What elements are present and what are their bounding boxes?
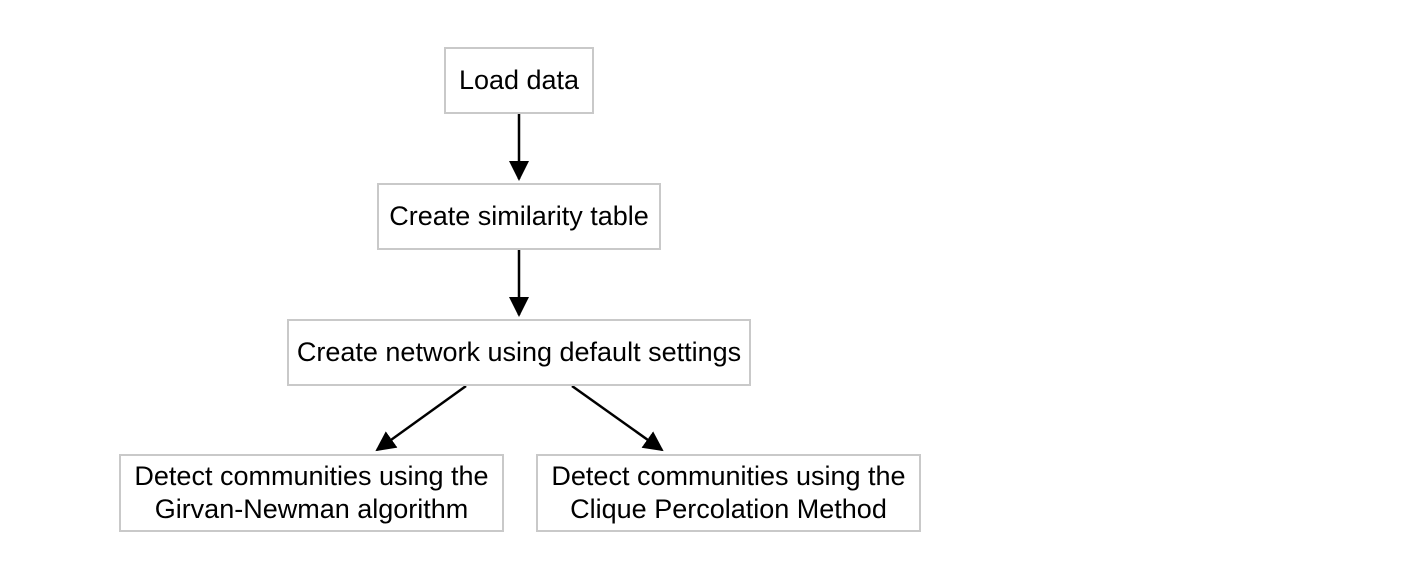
node-load-data: Load data	[444, 47, 594, 114]
node-create-similarity-table: Create similarity table	[377, 183, 661, 250]
node-detect-clique-percolation-label-line1: Detect communities using the	[551, 461, 906, 491]
edge-create-network-to-detect-clique-percolation	[571, 384, 664, 452]
node-create-network-label: Create network using default settings	[296, 337, 742, 367]
edge-create-network-to-detect-girvan-newman	[375, 384, 467, 452]
node-load-data-label: Load data	[458, 65, 580, 95]
node-detect-girvan-newman-label-line1: Detect communities using the	[134, 461, 489, 491]
node-detect-girvan-newman: Detect communities using the Girvan-Newm…	[119, 454, 504, 532]
node-detect-girvan-newman-label-line2: Girvan-Newman algorithm	[154, 494, 469, 524]
node-detect-clique-percolation-label-line2: Clique Percolation Method	[570, 494, 887, 524]
node-create-network: Create network using default settings	[287, 319, 751, 386]
node-detect-clique-percolation: Detect communities using the Clique Perc…	[536, 454, 921, 532]
node-create-similarity-table-label: Create similarity table	[389, 201, 649, 231]
